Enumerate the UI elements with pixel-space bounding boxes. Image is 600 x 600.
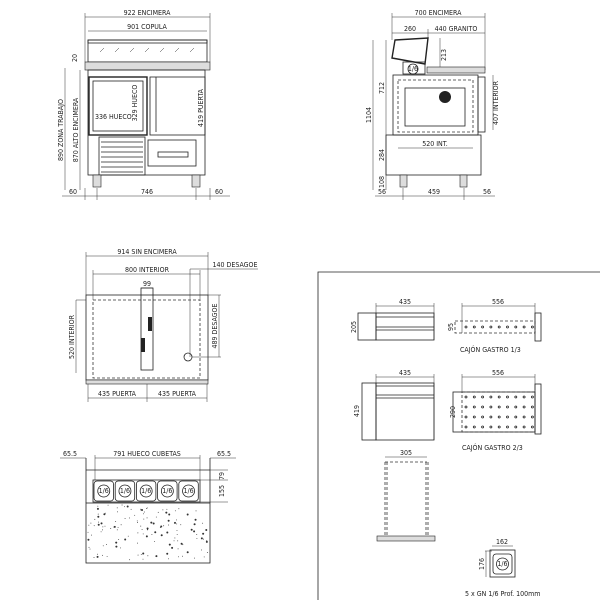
countertop (84, 61, 211, 71)
copula-depth-dim: 260 (404, 25, 416, 33)
body-height-dim: 712 (378, 82, 386, 94)
front-right-margin-dim: 60 (215, 188, 223, 196)
gn-width-dim: 162 (496, 538, 508, 546)
d13-width-dim: 435 (399, 298, 411, 306)
pans-top-view: 65.5 791 HUECO CUBETAS 65.5 1/6 1/6 1/6 1/6… (60, 450, 236, 564)
gn-pan-slot (114, 480, 136, 502)
louver-grille (98, 136, 146, 176)
interior-height-dim: 407 INTERIOR (492, 80, 500, 125)
granite-worktop (85, 502, 211, 564)
drawer-gastro-2-3: 435 419 556 290 CAJÓN GASTRO 2/3 (353, 369, 542, 452)
d13-height-dim: 205 (350, 321, 358, 333)
pans-left-margin-dim: 65.5 (63, 450, 77, 458)
plan-width-dim: 914 SIN ENCIMERA (117, 248, 177, 256)
drawer-gastro-1-3: 435 205 556 95 CAJÓN GASTRO 1/3 (350, 298, 542, 354)
d23-title: CAJÓN GASTRO 2/3 (462, 443, 523, 452)
rack-base (376, 535, 436, 542)
desague-offset-dim: 140 DESAGOE (213, 261, 258, 269)
right-door (149, 76, 206, 136)
plan-interior-depth-dim: 520 INTERIOR (68, 314, 76, 359)
side-leg-right (459, 174, 468, 188)
front-left-margin-dim: 60 (69, 188, 77, 196)
puerta-dim: 419 PUERTA (197, 88, 205, 127)
mullion (140, 287, 154, 371)
leg-right (191, 174, 201, 188)
d23-front (375, 382, 435, 441)
d13-depth-dim: 556 (492, 298, 504, 306)
front-copula-dim: 901 COPULA (127, 23, 167, 31)
rack-front-view: 305 (376, 449, 436, 542)
front-encimera-dim: 922 ENCIMERA (124, 9, 171, 17)
zona-trabajo-dim: 890 ZONA TRABAJO (57, 99, 65, 161)
side-right-margin-dim: 56 (483, 188, 491, 196)
hueco-width-dim: 336 HUECO (95, 113, 132, 121)
d13-inner-dim: 95 (447, 323, 455, 331)
copula-height-dim: 213 (440, 49, 448, 61)
base-height-dim: 284 (378, 149, 386, 161)
side-encimera-dim: 700 ENCIMERA (415, 9, 462, 17)
rack-width-dim: 305 (400, 449, 412, 457)
granite-top (426, 66, 486, 74)
d13-title: CAJÓN GASTRO 1/3 (460, 345, 521, 354)
interior-depth-dim: 520 INT. (422, 140, 448, 148)
d23-depth-dim: 556 (492, 369, 504, 377)
pan-slot-label: 1/6 (141, 487, 151, 495)
plan-outline (85, 294, 209, 381)
leg-height-dim: 108 (378, 176, 386, 188)
leg-left (92, 174, 102, 188)
side-leg-left (399, 174, 408, 188)
gn-pan-slot (157, 480, 178, 502)
gn-pan-label: 1/6 (497, 560, 507, 568)
pan-slot-label: 1/6 (183, 487, 193, 495)
pans-top-dim: 79 (218, 472, 226, 480)
gn-pan-detail: 162 176 1/6 5 x GN 1/6 Prof. 100mm (465, 538, 540, 598)
side-left-margin-dim: 56 (378, 188, 386, 196)
pans-height-dim: 155 (218, 485, 226, 497)
pans-right-margin-dim: 65.5 (217, 450, 231, 458)
front-glass-height-dim: 20 (71, 54, 79, 62)
drain-icon (183, 352, 193, 362)
front-width-dim: 746 (141, 188, 153, 196)
pan-slot-label: 1/6 (99, 487, 109, 495)
drawer-front (147, 139, 197, 167)
hueco-cubetas-dim: 791 HUECO CUBETAS (113, 450, 181, 458)
granite-texture (87, 504, 208, 561)
pan-slot-label: 1/6 (162, 487, 172, 495)
side-cupola (391, 37, 429, 65)
total-height-dim: 1104 (365, 107, 373, 123)
door-right-dim: 435 PUERTA (158, 390, 197, 398)
fan-icon (439, 91, 451, 103)
front-view: 922 ENCIMERA 901 COPULA 20 336 HUECO 329… (57, 9, 230, 200)
gn-pan-slot (135, 480, 157, 502)
section-divider (317, 271, 600, 600)
granito-dim: 440 GRANITO (435, 25, 478, 33)
alto-encimera-dim: 870 ALTO ENCIMERA (72, 97, 80, 162)
gn-caption: 5 x GN 1/6 Prof. 100mm (465, 590, 540, 598)
drawer-handle (157, 151, 189, 158)
pan-row (92, 479, 201, 503)
d23-height-dim: 419 (353, 405, 361, 417)
door-left-dim: 435 PUERTA (98, 390, 137, 398)
d13-front (375, 312, 435, 341)
pan-circle (407, 63, 419, 75)
gn-pan-outline (489, 549, 516, 578)
pan-slot-label: 1/6 (120, 487, 130, 495)
door-fronts (85, 379, 209, 385)
gn-height-dim: 176 (478, 558, 486, 570)
hueco-height-dim: 329 HUECO (131, 85, 139, 122)
d23-inner-dim: 290 (449, 406, 457, 418)
leg-span-dim: 459 (428, 188, 440, 196)
mullion-dim: 99 (143, 280, 151, 288)
gn-pan-slot (178, 480, 199, 502)
side-evaporator (404, 87, 466, 127)
side-view: 700 ENCIMERA 260 440 GRANITO 1/6 213 407… (365, 9, 500, 200)
desague-depth-dim: 489 DESAGOE (211, 303, 219, 348)
d23-width-dim: 435 (399, 369, 411, 377)
gn-pan-slot (93, 480, 114, 502)
plan-view: 914 SIN ENCIMERA 140 DESAGOE 800 INTERIO… (68, 248, 258, 402)
left-door-window (88, 76, 148, 136)
side-pan-label: 1/6 (408, 65, 418, 73)
interior-width-dim: 800 INTERIOR (125, 266, 170, 274)
